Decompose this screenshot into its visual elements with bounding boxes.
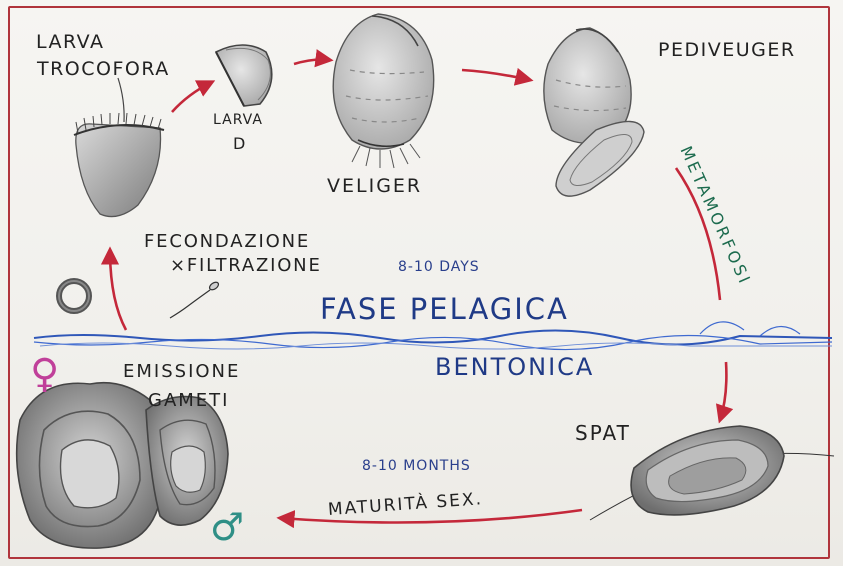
female-symbol-icon: ♀	[30, 354, 59, 394]
label-bentonica: BENTONICA	[435, 355, 594, 379]
arrow-veliger-to-pediveliger	[462, 70, 530, 80]
label-larva-d-line1: LARVA	[213, 113, 263, 127]
label-spat: SPAT	[575, 423, 631, 443]
label-emissione: EMISSIONE	[123, 363, 240, 381]
arrow-larva-d-to-veliger	[294, 60, 330, 65]
label-fase-pelagica: FASE PELAGICA	[320, 295, 569, 324]
egg-drawing	[59, 281, 89, 311]
veliger-drawing	[333, 14, 433, 168]
label-pediveliger: PEDIVEUGER	[658, 41, 796, 60]
label-gameti: GAMETI	[148, 392, 229, 410]
sperm-drawing	[170, 281, 220, 318]
label-larva-trocofora-line1: LARVA	[36, 33, 104, 52]
label-filtrazione: ×FILTRAZIONE	[170, 257, 322, 275]
label-larva-trocofora-line2: TROCOFORA	[37, 60, 170, 79]
label-veliger: VELIGER	[327, 177, 422, 196]
water-line	[34, 322, 832, 350]
arrow-to-spat	[720, 362, 726, 420]
label-benthic-duration: 8-10 MONTHS	[362, 459, 471, 473]
larva-trocofora-drawing	[74, 78, 164, 217]
larva-d-drawing	[216, 45, 272, 106]
male-symbol-icon: ♂	[210, 508, 244, 546]
pediveliger-drawing	[544, 28, 644, 196]
label-pelagic-duration: 8-10 DAYS	[398, 260, 480, 274]
arrow-gametes-to-trocofora	[110, 250, 126, 330]
label-fecondazione: FECONDAZIONE	[144, 233, 310, 251]
label-larva-d-line2: D	[233, 136, 245, 152]
arrow-trocofora-to-larva-d	[172, 82, 212, 112]
